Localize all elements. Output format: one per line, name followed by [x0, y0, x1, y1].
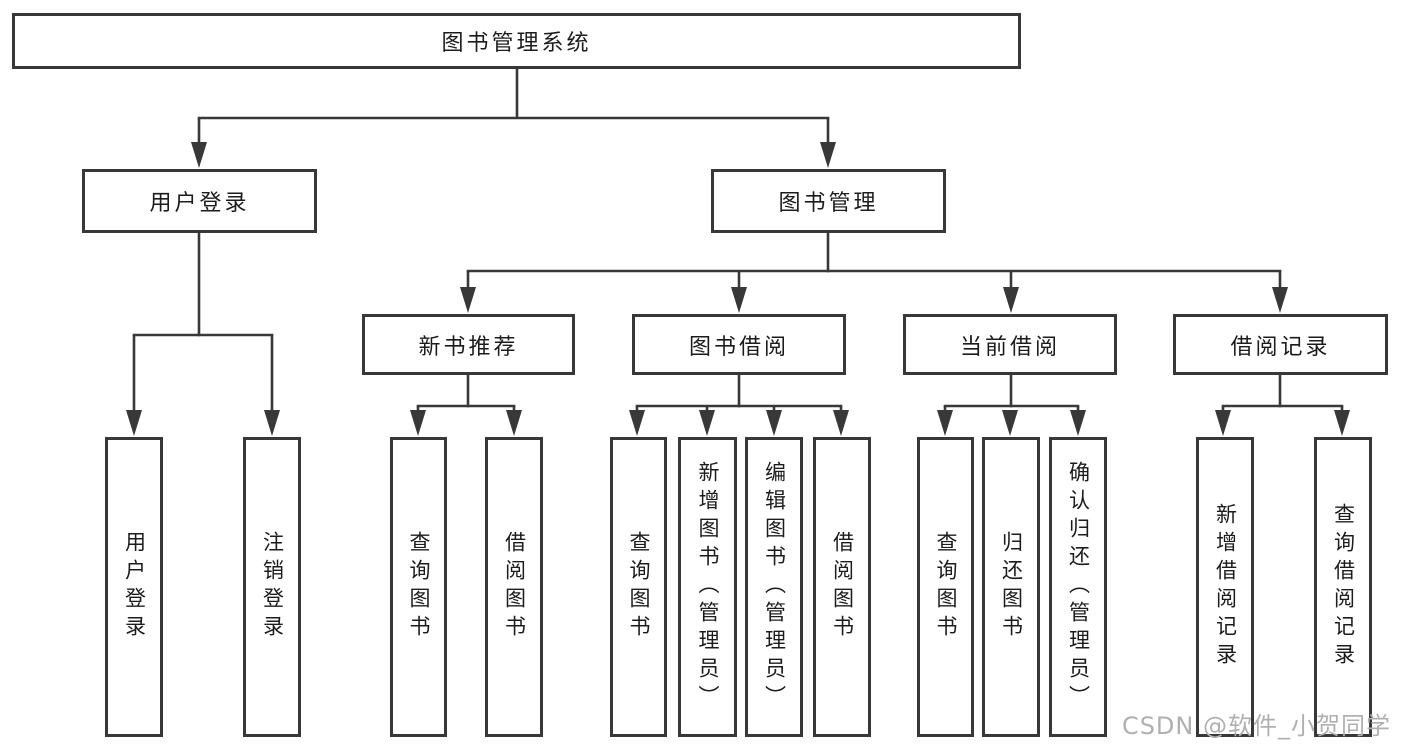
node-user-login: 用户登录	[82, 169, 317, 233]
leaf-return-books: 归还图书	[982, 437, 1040, 737]
node-book-management: 图书管理	[711, 169, 946, 233]
node-new-book-recommend: 新书推荐	[362, 314, 575, 375]
leaf-logout: 注销登录	[243, 437, 301, 737]
leaf-edit-books-admin: 编辑图书（管理员）	[745, 437, 803, 737]
node-borrow-records: 借阅记录	[1173, 314, 1388, 375]
leaf-borrow-books: 借阅图书	[813, 437, 871, 737]
leaf-borrow-books-recommend: 借阅图书	[485, 437, 543, 737]
leaf-add-borrow-record: 新增借阅记录	[1196, 437, 1254, 737]
leaf-query-books-current: 查询图书	[917, 437, 974, 737]
leaf-add-books-admin: 新增图书（管理员）	[678, 437, 737, 737]
leaf-confirm-return-admin: 确认归还（管理员）	[1049, 437, 1107, 737]
leaf-query-borrow-record: 查询借阅记录	[1314, 437, 1372, 737]
leaf-user-login: 用户登录	[105, 437, 163, 737]
node-book-borrow: 图书借阅	[632, 314, 846, 375]
leaf-query-books-recommend: 查询图书	[390, 437, 447, 737]
node-library-management-system: 图书管理系统	[12, 13, 1021, 69]
leaf-query-books-borrow: 查询图书	[610, 437, 667, 737]
node-current-borrow: 当前借阅	[903, 314, 1117, 375]
